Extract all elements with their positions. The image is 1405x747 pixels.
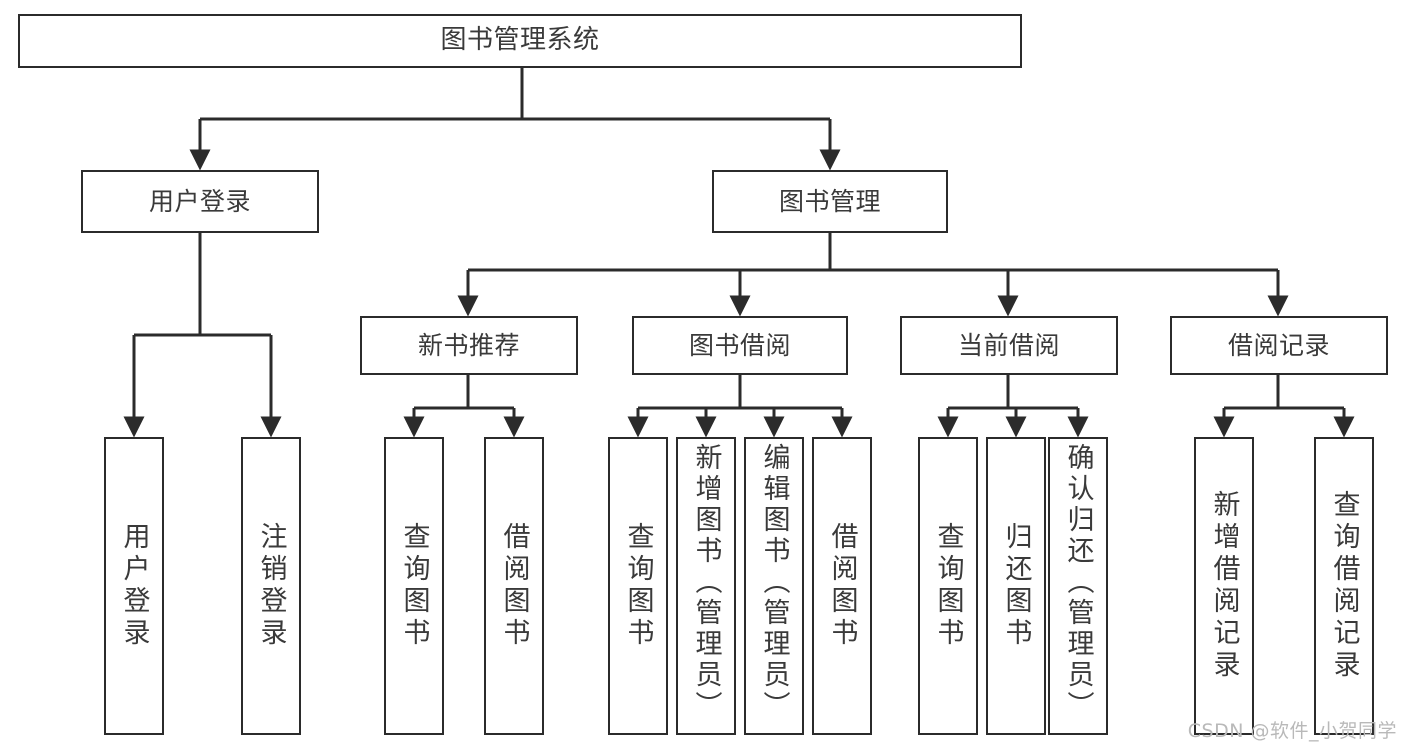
node-leaf-borrow-book-2-label: 借阅图书: [826, 522, 858, 650]
node-leaf-edit-book-label: 编辑图书（管理员）: [758, 443, 790, 722]
node-user-login-label: 用户登录: [148, 186, 251, 216]
node-current-borrow[interactable]: 当前借阅: [900, 316, 1118, 375]
node-book-borrow[interactable]: 图书借阅: [632, 316, 848, 375]
node-book-manage[interactable]: 图书管理: [712, 170, 948, 233]
node-leaf-query-book-2[interactable]: 查询图书: [608, 437, 668, 735]
node-new-book-recommend[interactable]: 新书推荐: [360, 316, 578, 375]
node-leaf-query-book-1[interactable]: 查询图书: [384, 437, 444, 735]
node-book-manage-label: 图书管理: [778, 186, 881, 216]
node-leaf-borrow-book-1[interactable]: 借阅图书: [484, 437, 544, 735]
node-leaf-add-book-label: 新增图书（管理员）: [690, 443, 722, 722]
node-leaf-query-record[interactable]: 查询借阅记录: [1314, 437, 1374, 735]
node-leaf-borrow-book-2[interactable]: 借阅图书: [812, 437, 872, 735]
node-borrow-record[interactable]: 借阅记录: [1170, 316, 1388, 375]
node-leaf-add-record[interactable]: 新增借阅记录: [1194, 437, 1254, 735]
node-leaf-return-book[interactable]: 归还图书: [986, 437, 1046, 735]
node-borrow-record-label: 借阅记录: [1227, 330, 1330, 360]
node-leaf-query-book-1-label: 查询图书: [398, 522, 430, 650]
node-user-login[interactable]: 用户登录: [81, 170, 319, 233]
node-leaf-query-record-label: 查询借阅记录: [1328, 490, 1360, 682]
node-leaf-user-login-label: 用户登录: [118, 522, 150, 650]
node-leaf-borrow-book-1-label: 借阅图书: [498, 522, 530, 650]
node-leaf-confirm-return[interactable]: 确认归还（管理员）: [1048, 437, 1108, 735]
node-current-borrow-label: 当前借阅: [957, 330, 1060, 360]
node-leaf-confirm-return-label: 确认归还（管理员）: [1062, 443, 1094, 722]
node-leaf-add-book[interactable]: 新增图书（管理员）: [676, 437, 736, 735]
node-leaf-query-book-2-label: 查询图书: [622, 522, 654, 650]
node-leaf-user-login[interactable]: 用户登录: [104, 437, 164, 735]
node-leaf-add-record-label: 新增借阅记录: [1208, 490, 1240, 682]
node-new-book-recommend-label: 新书推荐: [417, 330, 520, 360]
node-leaf-edit-book[interactable]: 编辑图书（管理员）: [744, 437, 804, 735]
node-leaf-return-book-label: 归还图书: [1000, 522, 1032, 650]
node-root-label: 图书管理系统: [440, 25, 600, 56]
node-leaf-logout-label: 注销登录: [255, 522, 287, 650]
node-book-borrow-label: 图书借阅: [688, 330, 791, 360]
node-leaf-logout[interactable]: 注销登录: [241, 437, 301, 735]
node-leaf-query-book-3-label: 查询图书: [932, 522, 964, 650]
node-leaf-query-book-3[interactable]: 查询图书: [918, 437, 978, 735]
node-root[interactable]: 图书管理系统: [18, 14, 1022, 68]
